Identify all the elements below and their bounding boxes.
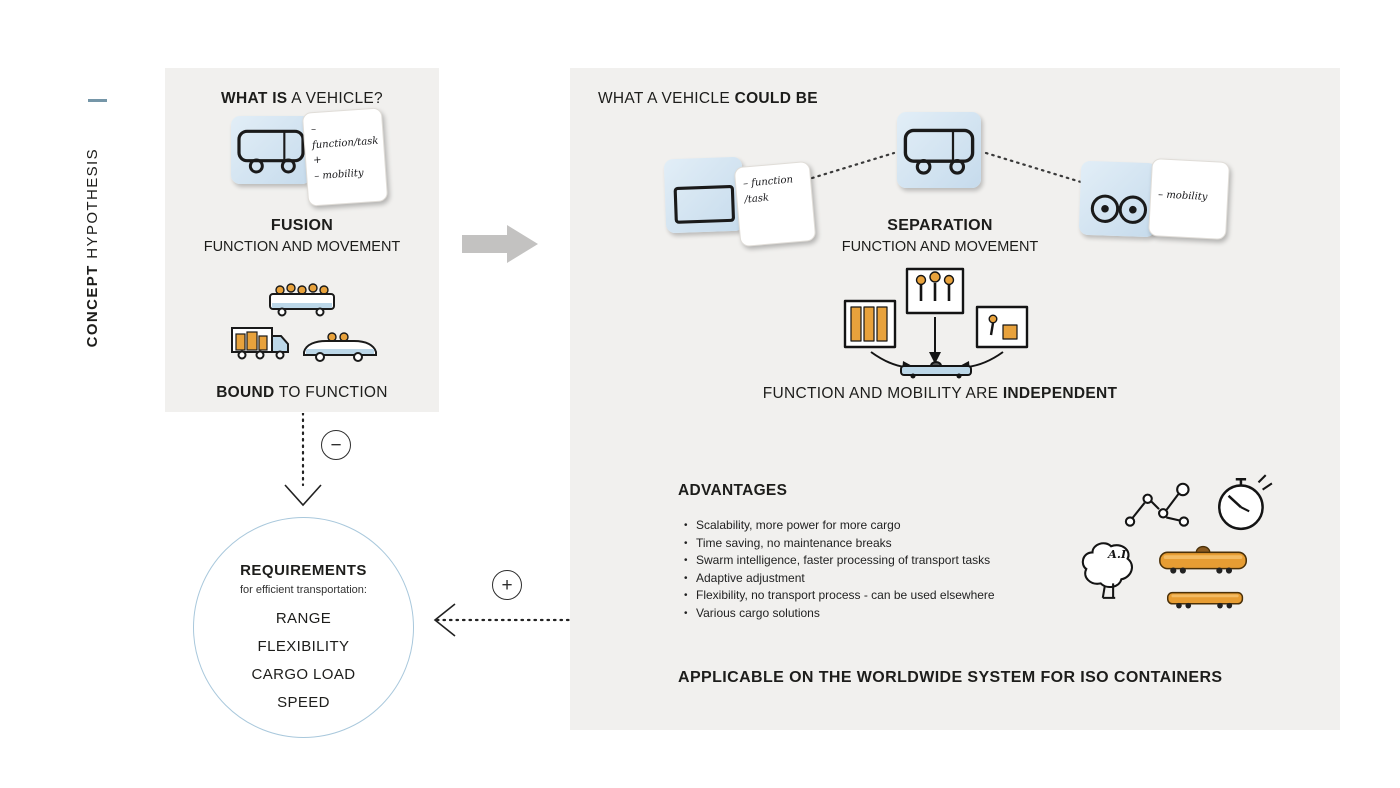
fusion-subtitle: FUNCTION AND MOVEMENT [203,239,401,255]
container-sketch-icon [673,185,735,224]
accent-dash [88,99,107,102]
bound-to-function-bold: BOUND [216,384,275,401]
car-sketch-icon [303,332,377,362]
cargo-truck-sketch-icon [231,327,289,360]
mobility-card [1078,160,1158,238]
truck-sketch-icon [237,129,305,174]
bound-to-function: BOUND TO FUNCTION [165,384,439,402]
advantage-item: Adaptive adjustment [682,570,1052,588]
independent-bold: INDEPENDENT [1002,385,1118,402]
bound-vehicles-sketch [231,283,377,362]
requirement-item: FLEXIBILITY [257,638,350,655]
independent-regular: FUNCTION AND MOBILITY ARE [762,385,1003,402]
advantage-item: Flexibility, no transport process - can … [682,587,1052,605]
function-mobility-note: – function/task + – mobility [301,107,389,207]
wheels-sketch-icon [1090,194,1148,224]
requirements-subtitle: for efficient transportation: [240,584,367,596]
right-panel-title-regular: WHAT A VEHICLE [598,90,735,107]
plus-circle-icon: + [492,570,522,600]
truck-sketch-icon [903,128,975,175]
requirements-circle: REQUIREMENTS for efficient transportatio… [193,517,414,738]
minus-symbol: − [330,434,342,456]
separation-title: SEPARATION [887,217,993,234]
vertical-title-regular: HYPOTHESIS [84,148,101,259]
swarm-network-icon [1124,482,1190,527]
advantage-item: Swarm intelligence, faster processing of… [682,552,1052,570]
vertical-title-bold: CONCEPT [84,264,101,348]
right-panel-title: WHAT A VEHICLE COULD BE [598,90,818,108]
advantage-item: Various cargo solutions [682,605,1052,623]
advantage-item: Scalability, more power for more cargo [682,517,1052,535]
requirement-item: CARGO LOAD [251,666,356,683]
iso-containers-footer: APPLICABLE ON THE WORLDWIDE SYSTEM FOR I… [678,669,1223,686]
requirement-item: SPEED [277,694,330,711]
bound-to-function-rest: TO FUNCTION [274,384,388,401]
function-note-text: – function /task [742,174,794,206]
minus-circle-icon: − [321,430,351,460]
advantage-item: Time saving, no maintenance breaks [682,535,1052,553]
ai-label: A.I. [1108,547,1131,561]
tanker-truck-icon [1159,545,1248,574]
right-panel-what-a-vehicle-could-be: WHAT A VEHICLE COULD BE – function /task [570,68,1340,730]
plus-symbol: + [501,574,513,596]
modules-to-platform-sketch [843,267,1029,379]
left-panel-what-is-a-vehicle: WHAT IS A VEHICLE? – function/task + – m… [165,68,439,412]
timer-icon [1218,474,1273,531]
left-panel-title: WHAT IS A VEHICLE? [165,90,439,108]
advantages-list: Scalability, more power for more cargo T… [682,517,1052,622]
advantages-title: ADVANTAGES [678,482,788,499]
left-panel-title-bold: WHAT IS [221,90,288,107]
plus-flow-arrow [433,603,573,637]
flatbed-truck-icon [1166,591,1244,609]
mobility-note: – mobility [1148,158,1230,240]
fusion-to-separation-arrow [462,225,538,263]
requirement-item: RANGE [275,610,332,627]
function-mobility-note-text: – function/task + – mobility [310,123,379,182]
minus-flow-arrow [284,413,322,507]
requirements-title: REQUIREMENTS [240,562,367,579]
vehicle-card [897,112,981,188]
container-card [663,156,745,234]
separation-subtitle: FUNCTION AND MOVEMENT [841,239,1039,255]
mobility-note-text: – mobility [1157,189,1208,203]
left-panel-title-rest: A VEHICLE? [287,90,383,107]
right-panel-title-bold: COULD BE [734,90,818,107]
independent-statement: FUNCTION AND MOBILITY ARE INDEPENDENT [640,385,1240,403]
fusion-title: FUSION [270,217,334,234]
ai-tree-icon [1081,542,1133,599]
fused-vehicle-card [231,116,311,184]
bus-sketch-icon [269,283,335,317]
separation-heading: SEPARATION FUNCTION AND MOVEMENT [740,217,1140,255]
requirements-items: RANGE FLEXIBILITY CARGO LOAD SPEED [194,605,413,717]
vertical-title: CONCEPT HYPOTHESIS [84,148,101,347]
